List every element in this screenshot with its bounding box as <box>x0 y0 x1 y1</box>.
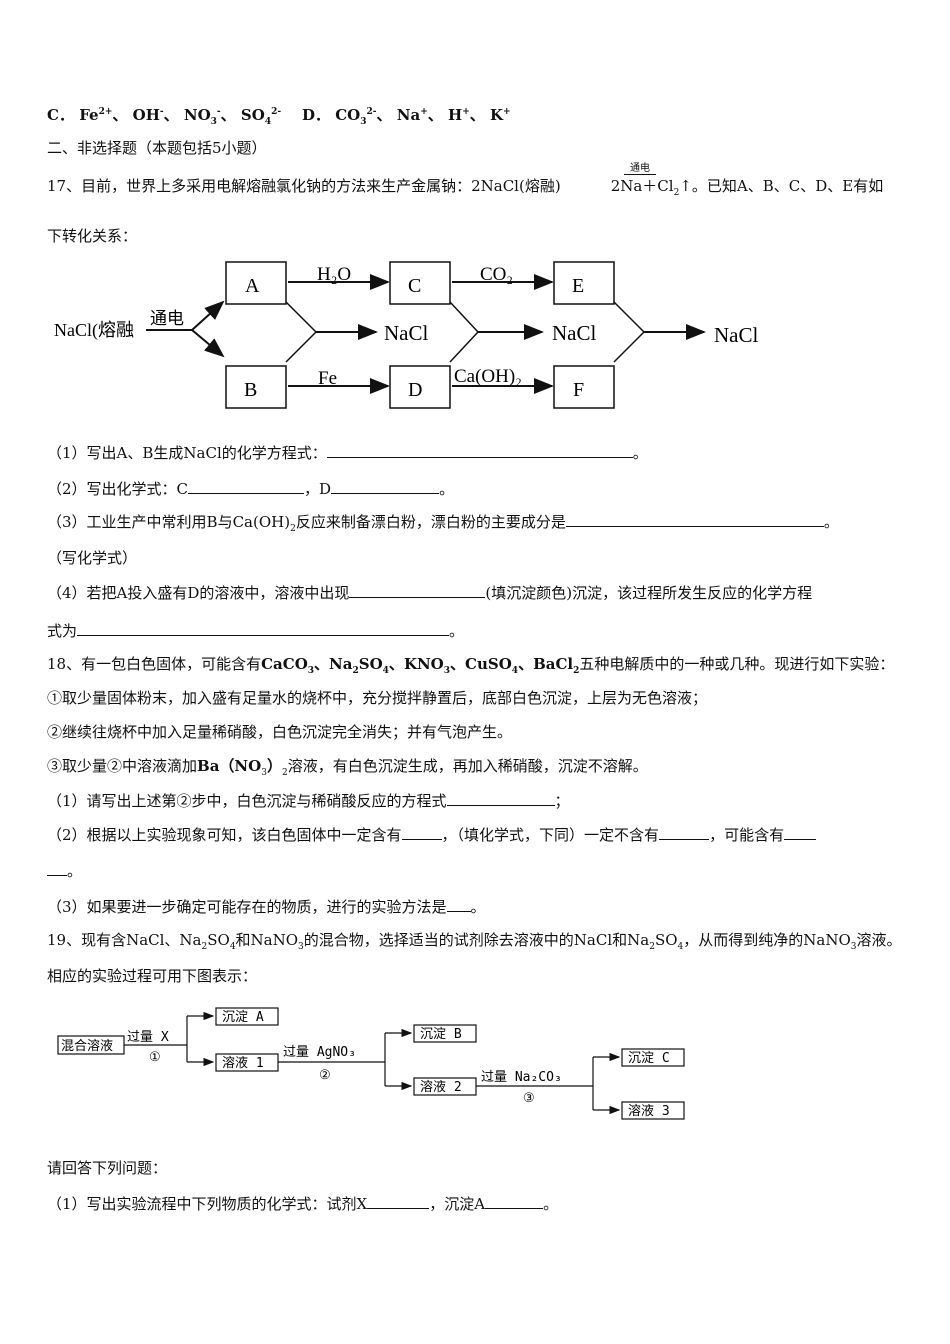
nacl-1: NaCl <box>384 321 428 345</box>
reagent-agno3: 过量 AgNO₃ <box>283 1045 356 1060</box>
q18-step2: ②继续往烧杯中加入足量稀硝酸，白色沉淀完全消失；并有气泡产生。 <box>47 723 513 741</box>
svg-text:D: D <box>408 379 422 401</box>
answer-blank[interactable] <box>446 896 471 912</box>
box-c <box>389 261 451 305</box>
step-3: ③ <box>523 1091 535 1106</box>
q17-intro: 17、目前，世界上多采用电解熔融氯化钠的方法来生产金属钠：2NaCl(熔融)2N… <box>47 177 884 198</box>
q18-part2: （2）根据以上实验现象可知，该白色固体中一定含有，（填化学式，下同）一定不含有，… <box>47 824 817 845</box>
answer-blank[interactable] <box>331 478 440 494</box>
box-f <box>553 365 615 409</box>
step-2: ② <box>319 1068 331 1083</box>
nacl-2: NaCl <box>552 321 596 345</box>
step-1: ① <box>149 1050 161 1065</box>
ion-h: H+ <box>448 106 470 124</box>
q19-intro: 19、现有含NaCl、Na2SO4和NaNO3的混合物，选择适当的试剂除去溶液中… <box>47 931 902 952</box>
svg-text:沉淀 C: 沉淀 C <box>628 1051 670 1066</box>
box-a <box>225 261 287 305</box>
section-title: 二、非选择题（本题包括5小题） <box>47 139 267 157</box>
reagent-fe: Fe <box>318 368 337 389</box>
q19-flow-diagram: 混合溶液 过量 X ① 沉淀 A 溶液 1 过量 AgNO₃ ② 沉淀 B 溶液… <box>57 1007 685 1120</box>
electrolysis-condition: 通电 <box>624 159 656 175</box>
answer-blank[interactable] <box>784 824 817 840</box>
box-sol-3 <box>621 1101 685 1120</box>
nacl-3: NaCl <box>714 323 758 347</box>
q17-conversion-diagram: NaCl(熔融 通电 A B H₂O Fe NaCl C D CO₂ Ca(OH… <box>54 261 758 409</box>
answer-blank[interactable] <box>349 582 486 598</box>
arrow-to-a <box>191 300 225 331</box>
answer-blank[interactable] <box>367 1193 430 1209</box>
svg-text:溶液 1: 溶液 1 <box>222 1056 264 1071</box>
q17-part3: （3）工业生产中常利用B与Ca(OH)2反应来制备漂白粉，漂白粉的主要成分是。 <box>47 511 839 534</box>
q18-step3: ③取少量②中溶液滴加Ba（NO3）2溶液，有白色沉淀生成，再加入稀硝酸，沉淀不溶… <box>47 757 648 778</box>
svg-text:F: F <box>573 379 584 401</box>
reagent-caoh2: Ca(OH)₂ <box>454 366 522 387</box>
arrow-to-b <box>191 329 225 358</box>
ion-no3: NO3- <box>183 106 221 127</box>
answer-blank[interactable] <box>485 1193 544 1209</box>
ion-na: Na+ <box>396 106 428 124</box>
start-nacl-molten: NaCl(熔融 <box>54 320 134 341</box>
q18-part2-cont: 。 <box>47 860 82 881</box>
reagent-h2o: H₂O <box>317 264 351 285</box>
box-d <box>389 365 451 409</box>
svg-text:溶液 3: 溶液 3 <box>628 1104 670 1119</box>
q18-intro: 18、有一包白色固体，可能含有CaCO3、Na2SO4、KNO3、CuSO4、B… <box>47 655 895 676</box>
answer-blank[interactable] <box>77 620 450 636</box>
q18-part3: （3）如果要进一步确定可能存在的物质，进行的实验方法是。 <box>47 896 486 916</box>
q17-part1: （1）写出A、B生成NaCl的化学方程式：。 <box>47 442 648 462</box>
svg-text:B: B <box>244 379 257 401</box>
svg-text:沉淀 B: 沉淀 B <box>420 1027 462 1042</box>
svg-text:C: C <box>408 275 421 297</box>
box-e <box>553 261 615 305</box>
box-ppt-b <box>413 1024 477 1043</box>
ion-so4: SO42- <box>240 106 282 127</box>
q16-options: C． Fe2+、 OH-、 NO3-、 SO42- D． CO32-、 Na+、… <box>47 106 511 127</box>
answer-blank[interactable] <box>565 511 824 527</box>
q19-intro-cont: 相应的实验过程可用下图表示： <box>47 967 258 985</box>
ion-oh: OH- <box>132 106 164 124</box>
reagent-co2: CO₂ <box>480 264 513 285</box>
box-ppt-a <box>215 1007 279 1026</box>
electrolysis-label: 通电 <box>150 309 184 328</box>
q18-step1: ①取少量固体粉末，加入盛有足量水的烧杯中，充分搅拌静置后，底部白色沉淀，上层为无… <box>47 689 708 707</box>
q19-part1: （1）写出实验流程中下列物质的化学式：试剂X，沉淀A。 <box>47 1193 559 1213</box>
q19-ask: 请回答下列问题： <box>47 1159 168 1177</box>
q17-part4: （4）若把A投入盛有D的溶液中，溶液中出现(填沉淀颜色)沉淀，该过程所发生反应的… <box>47 582 813 602</box>
svg-text:混合溶液: 混合溶液 <box>61 1039 113 1054</box>
q17-part4-cont: 式为。 <box>47 620 465 640</box>
answer-blank[interactable] <box>401 824 442 840</box>
answer-blank[interactable] <box>326 442 633 458</box>
ion-k: K+ <box>489 106 511 124</box>
svg-text:溶液 2: 溶液 2 <box>420 1080 462 1095</box>
reagent-x: 过量 X <box>127 1030 169 1045</box>
q17-part3-note: （写化学式） <box>47 549 138 567</box>
ion-fe: Fe2+ <box>79 106 113 124</box>
svg-text:E: E <box>572 275 584 297</box>
ion-co3: CO32- <box>335 106 377 127</box>
answer-blank[interactable] <box>188 478 305 494</box>
answer-blank[interactable] <box>659 824 710 840</box>
reagent-na2co3: 过量 Na₂CO₃ <box>481 1070 562 1085</box>
q18-part1: （1）请写出上述第②步中，白色沉淀与稀硝酸反应的方程式； <box>47 790 570 810</box>
answer-blank[interactable] <box>446 790 555 806</box>
box-ppt-c <box>621 1048 685 1067</box>
q17-intro-cont: 下转化关系： <box>47 227 138 245</box>
box-b <box>225 365 287 409</box>
answer-blank[interactable] <box>47 860 67 876</box>
svg-text:沉淀 A: 沉淀 A <box>222 1010 264 1025</box>
q17-part2: （2）写出化学式：C，D。 <box>47 478 455 498</box>
svg-text:A: A <box>245 275 260 297</box>
